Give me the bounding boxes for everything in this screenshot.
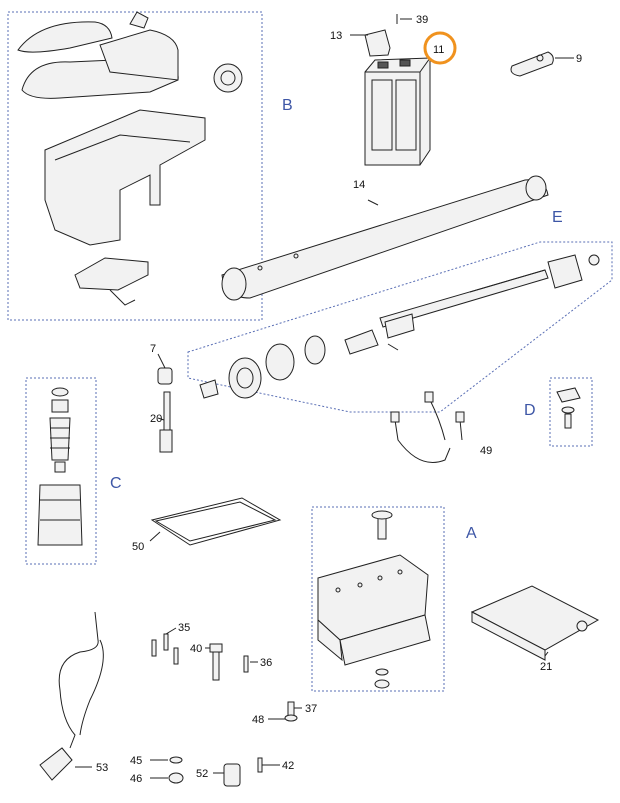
callout-45: 45 xyxy=(130,755,142,767)
rear-bracket-a xyxy=(317,510,431,689)
motor-assembly xyxy=(37,387,83,546)
outer-tube-14 xyxy=(221,175,549,301)
callout-36: 36 xyxy=(260,657,272,669)
group-e-box xyxy=(187,241,613,413)
callout-46: 46 xyxy=(130,773,142,785)
group-label-a: A xyxy=(466,525,477,542)
callout-42: 42 xyxy=(282,760,294,772)
screw-39 xyxy=(396,14,412,24)
group-label-c: C xyxy=(110,475,122,492)
callout-20: 20 xyxy=(150,413,162,425)
group-a-box xyxy=(311,506,445,692)
callout-50: 50 xyxy=(132,541,144,553)
screw-36 xyxy=(243,655,258,673)
callout-37: 37 xyxy=(305,703,317,715)
housing-cover-parts xyxy=(17,11,243,306)
group-label-e: E xyxy=(552,209,563,226)
callout-13: 13 xyxy=(330,30,342,42)
callout-7: 7 xyxy=(150,343,156,355)
spindle-20 xyxy=(157,391,173,453)
group-b-box xyxy=(7,11,263,321)
power-cable-53 xyxy=(39,611,104,781)
callout-39: 39 xyxy=(416,14,428,26)
plug-7 xyxy=(157,353,173,385)
gasket-50 xyxy=(149,497,282,546)
callout-40: 40 xyxy=(190,643,202,655)
callout-11: 11 xyxy=(433,44,444,56)
wiring-harness-49 xyxy=(390,391,465,463)
bracket-13 xyxy=(350,29,391,57)
callout-49: 49 xyxy=(480,445,492,457)
group-d-parts xyxy=(556,387,581,429)
callout-48: 48 xyxy=(252,714,264,726)
screws-35 xyxy=(151,627,179,665)
front-bracket-21 xyxy=(470,585,600,661)
callout-53: 53 xyxy=(96,762,108,774)
callout-9: 9 xyxy=(576,53,582,65)
battery-box xyxy=(364,57,431,166)
callout-21: 21 xyxy=(540,661,552,673)
group-d-box xyxy=(549,377,593,447)
callout-14: 14 xyxy=(353,179,365,191)
highlight-circle-11 xyxy=(423,31,457,65)
gland-52 xyxy=(213,763,241,787)
callout-35: 35 xyxy=(178,622,190,634)
hardware-45-46 xyxy=(150,756,184,784)
group-label-d: D xyxy=(524,402,536,419)
bolt-40 xyxy=(205,643,223,681)
callout-52: 52 xyxy=(196,768,208,780)
drive-screw-assembly xyxy=(199,254,600,399)
screw-42 xyxy=(257,757,280,773)
clip-9 xyxy=(510,51,574,77)
group-label-b: B xyxy=(282,97,293,114)
screw-37-washer-48 xyxy=(268,701,302,722)
